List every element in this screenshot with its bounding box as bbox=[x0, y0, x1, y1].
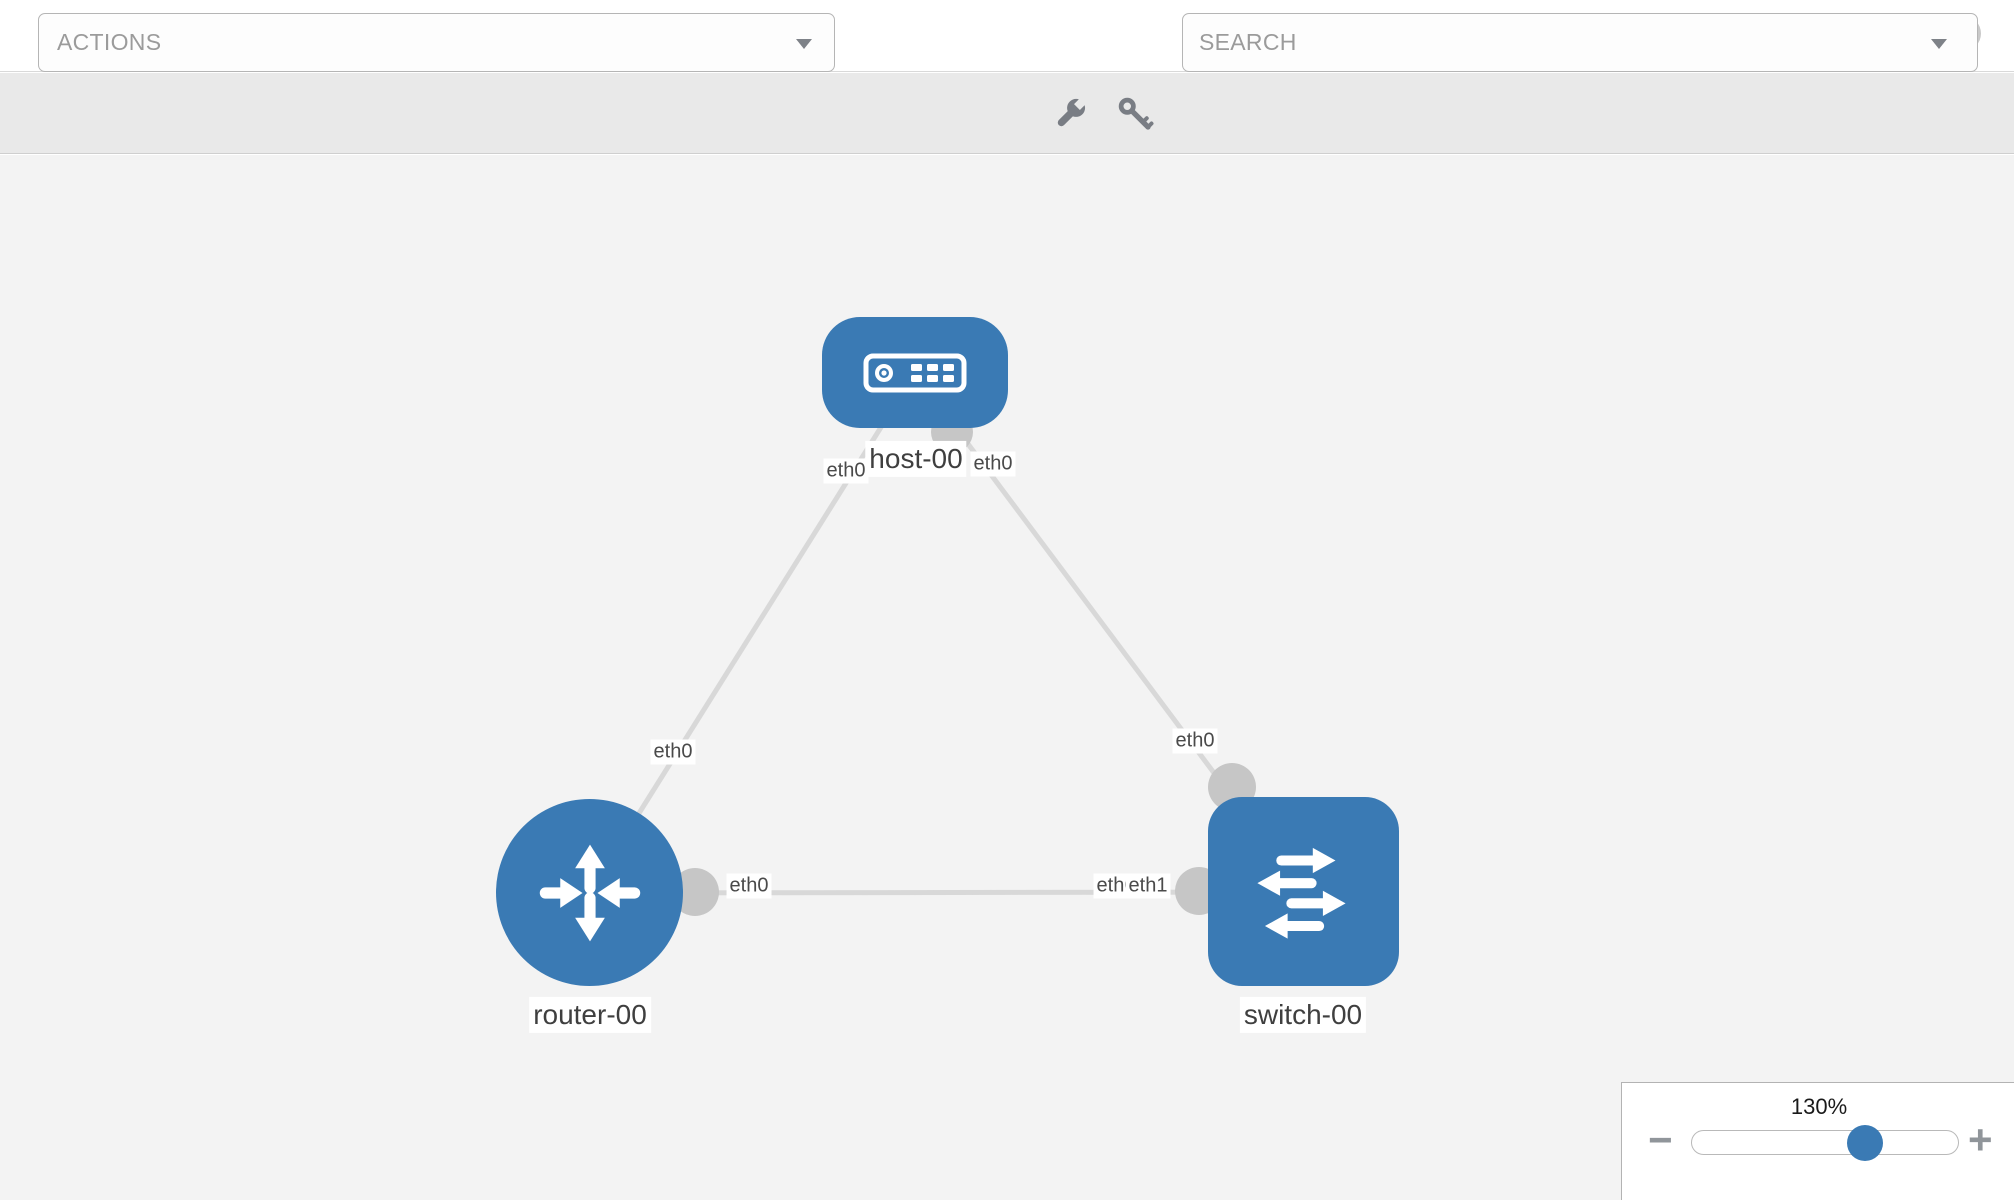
search-dropdown[interactable]: SEARCH bbox=[1182, 13, 1978, 72]
zoom-slider-track[interactable] bbox=[1691, 1125, 1959, 1161]
iface-label: eth0 bbox=[1172, 728, 1218, 754]
chevron-down-icon bbox=[796, 39, 812, 49]
iface-label: eth0 bbox=[823, 458, 869, 484]
zoom-control-panel: 130% − + bbox=[1621, 1082, 2014, 1200]
links-layer bbox=[586, 371, 1306, 916]
iface-label: eth1 bbox=[1125, 873, 1171, 899]
switch-icon bbox=[1256, 847, 1346, 939]
zoom-out-button[interactable]: − bbox=[1648, 1116, 1673, 1163]
iface-label: eth0 bbox=[970, 451, 1016, 477]
actions-dropdown-label: ACTIONS bbox=[57, 29, 162, 55]
zoom-level-value: 130% bbox=[1790, 1094, 1848, 1119]
topology-canvas[interactable]: eth0 eth0 eth0 eth0 eth0 eth0 eth1 host-… bbox=[0, 155, 2014, 1200]
zoom-slider-thumb[interactable] bbox=[1847, 1125, 1883, 1161]
key-icon bbox=[1118, 97, 1154, 130]
router-icon bbox=[539, 844, 640, 941]
zoom-in-button[interactable]: + bbox=[1968, 1116, 1993, 1163]
iface-label: eth0 bbox=[726, 873, 772, 899]
node-label-switch: switch-00 bbox=[1239, 996, 1367, 1034]
actions-dropdown[interactable]: ACTIONS bbox=[38, 13, 835, 72]
chevron-down-icon bbox=[1931, 39, 1947, 49]
server-icon bbox=[863, 353, 967, 392]
search-dropdown-label: SEARCH bbox=[1199, 29, 1297, 55]
iface-label: eth0 bbox=[650, 739, 696, 765]
credentials-key-button[interactable] bbox=[1116, 95, 1156, 135]
node-label-host: host-00 bbox=[865, 440, 967, 478]
configure-tools-button[interactable] bbox=[1049, 95, 1089, 135]
wrench-icon bbox=[1057, 96, 1088, 127]
port-router-eth0[interactable] bbox=[671, 868, 719, 916]
toolbar bbox=[0, 73, 2014, 154]
node-host-00[interactable] bbox=[822, 317, 1008, 428]
node-switch-00[interactable] bbox=[1208, 797, 1399, 986]
node-router-00[interactable] bbox=[496, 799, 683, 986]
node-label-router: router-00 bbox=[529, 996, 651, 1034]
